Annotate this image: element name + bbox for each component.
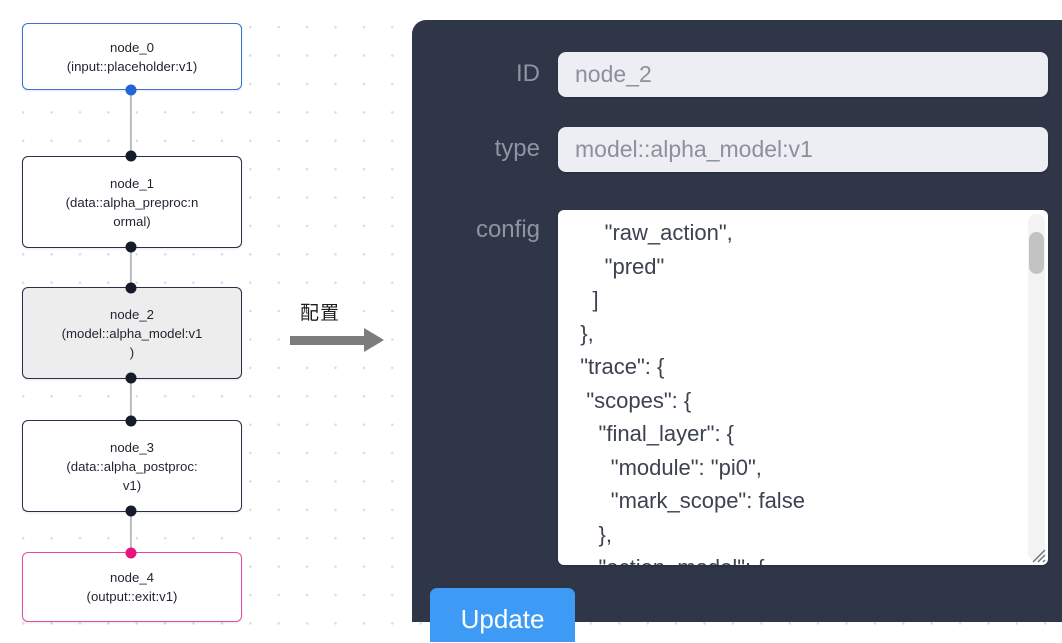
type-input[interactable]	[558, 127, 1048, 172]
config-scrollbar-track[interactable]	[1028, 214, 1045, 561]
node-type-label: (input::placeholder:v1)	[66, 58, 198, 74]
field-row-type: type	[430, 127, 1048, 172]
arrow-shaft-icon	[290, 336, 366, 345]
node-id-label: node_4	[109, 570, 154, 585]
node-port-output-node_0[interactable]	[125, 84, 137, 96]
config-scrollbar-thumb[interactable]	[1029, 232, 1044, 274]
graph-edge	[129, 510, 133, 555]
update-button[interactable]: Update	[430, 588, 575, 642]
arrow-head-icon	[364, 328, 384, 352]
graph-edge	[129, 89, 133, 159]
id-field-label: ID	[516, 60, 540, 87]
node-port-input-node_3[interactable]	[125, 415, 137, 427]
config-field-label: config	[475, 216, 540, 243]
node-id-label: node_0	[109, 39, 154, 55]
arrow-label: 配置	[300, 302, 341, 324]
node-graph: node_0 (input::placeholder:v1) node_1 (d…	[0, 0, 400, 643]
graph-node-node_3[interactable]: node_3 (data::alpha_postproc: v1)	[22, 420, 242, 512]
graph-node-node_1[interactable]: node_1 (data::alpha_preproc:n ormal)	[22, 156, 242, 248]
node-port-input-node_1[interactable]	[125, 150, 137, 162]
node-id-label: node_3	[109, 439, 154, 455]
graph-node-node_0[interactable]: node_0 (input::placeholder:v1)	[22, 23, 242, 90]
graph-edge	[129, 377, 133, 423]
node-port-input-node_2[interactable]	[125, 282, 137, 294]
type-field-label: type	[494, 135, 540, 162]
field-row-config: config "raw_action", "pred" ] }, "trace"…	[430, 210, 1048, 565]
resize-grip-icon[interactable]	[1029, 546, 1047, 564]
node-port-input-node_4[interactable]	[125, 547, 137, 559]
node-id-label: node_2	[109, 306, 154, 322]
node-type-label: (data::alpha_postproc: v1)	[66, 458, 198, 493]
graph-edge	[129, 246, 133, 290]
node-port-output-node_1[interactable]	[125, 241, 137, 253]
id-input[interactable]	[558, 52, 1048, 97]
node-type-label: (data::alpha_preproc:n ormal)	[65, 194, 199, 229]
node-inspector-panel: ID type config "raw_action", "pred" ] },…	[412, 20, 1062, 642]
config-textarea[interactable]: "raw_action", "pred" ] }, "trace": { "sc…	[558, 210, 1048, 565]
node-port-output-node_2[interactable]	[125, 372, 137, 384]
configure-annotation: 配置	[290, 298, 395, 360]
node-type-label: (output::exit:v1)	[86, 589, 178, 604]
graph-node-node_4[interactable]: node_4 (output::exit:v1)	[22, 552, 242, 622]
node-id-label: node_1	[109, 175, 154, 191]
node-port-output-node_3[interactable]	[125, 505, 137, 517]
node-type-label: (model::alpha_model:v1 )	[61, 325, 203, 360]
config-editor: "raw_action", "pred" ] }, "trace": { "sc…	[558, 210, 1048, 565]
graph-node-node_2[interactable]: node_2 (model::alpha_model:v1 )	[22, 287, 242, 379]
field-row-id: ID	[430, 52, 1048, 97]
